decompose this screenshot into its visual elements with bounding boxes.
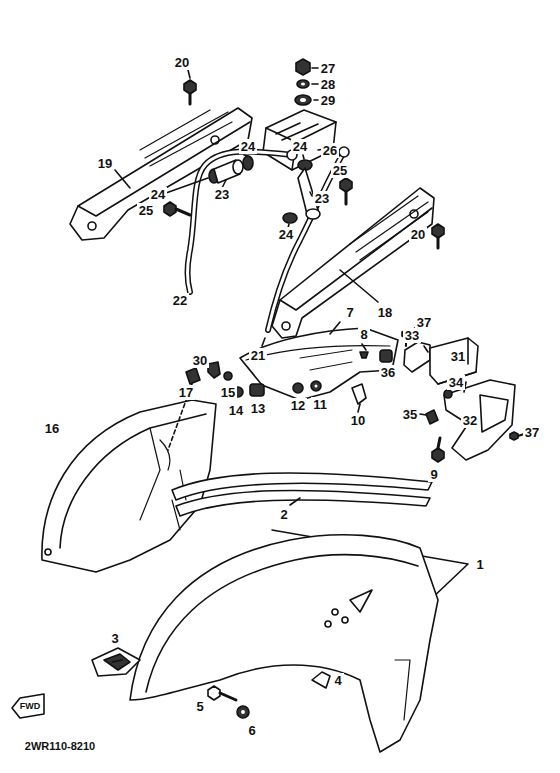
callout-number: 3 bbox=[109, 631, 120, 646]
callout-number: 15 bbox=[219, 385, 237, 400]
callout-number: 37 bbox=[523, 425, 541, 440]
callout-number: 16 bbox=[43, 421, 61, 436]
callout-number: 8 bbox=[358, 327, 369, 342]
callout-number: 13 bbox=[249, 401, 267, 416]
callout-number: 30 bbox=[191, 353, 209, 368]
callout-number: 22 bbox=[171, 293, 189, 308]
callout-number: 26 bbox=[321, 143, 339, 158]
callout-number: 25 bbox=[331, 163, 349, 178]
callout-number: 20 bbox=[173, 55, 191, 70]
callout-number: 23 bbox=[313, 191, 331, 206]
callout-number: 32 bbox=[461, 413, 479, 428]
callout-number: 25 bbox=[137, 203, 155, 218]
callout-number: 20 bbox=[409, 227, 427, 242]
callout-number: 17 bbox=[177, 385, 195, 400]
callout-number: 19 bbox=[96, 156, 114, 171]
callout-number: 12 bbox=[289, 398, 307, 413]
callout-number: 1 bbox=[474, 557, 485, 572]
callout-number: 24 bbox=[149, 187, 167, 202]
callout-number: 35 bbox=[401, 407, 419, 422]
callout-number: 36 bbox=[379, 365, 397, 380]
direction-mark: FWD bbox=[18, 701, 43, 712]
callout-number: 4 bbox=[332, 673, 343, 688]
callout-number: 27 bbox=[319, 61, 337, 76]
callout-number: 9 bbox=[428, 467, 439, 482]
callout-number: 6 bbox=[246, 723, 257, 738]
callout-number: 24 bbox=[239, 139, 257, 154]
callout-number: 7 bbox=[344, 305, 355, 320]
part-code: 2WR110-8210 bbox=[23, 740, 97, 753]
callout-number: 28 bbox=[319, 77, 337, 92]
callout-number: 5 bbox=[194, 699, 205, 714]
callout-number: 18 bbox=[376, 305, 394, 320]
callout-number: 29 bbox=[319, 93, 337, 108]
callout-number: 21 bbox=[249, 348, 267, 363]
callout-number: 31 bbox=[449, 349, 467, 364]
callout-number: 24 bbox=[277, 227, 295, 242]
callout-number: 24 bbox=[291, 139, 309, 154]
callout-number: 34 bbox=[447, 375, 465, 390]
callout-number: 23 bbox=[213, 187, 231, 202]
callout-number: 11 bbox=[311, 397, 329, 412]
callout-number: 10 bbox=[349, 413, 367, 428]
callout-number: 33 bbox=[403, 328, 421, 343]
callout-number: 2 bbox=[278, 507, 289, 522]
callout-number: 14 bbox=[227, 403, 245, 418]
